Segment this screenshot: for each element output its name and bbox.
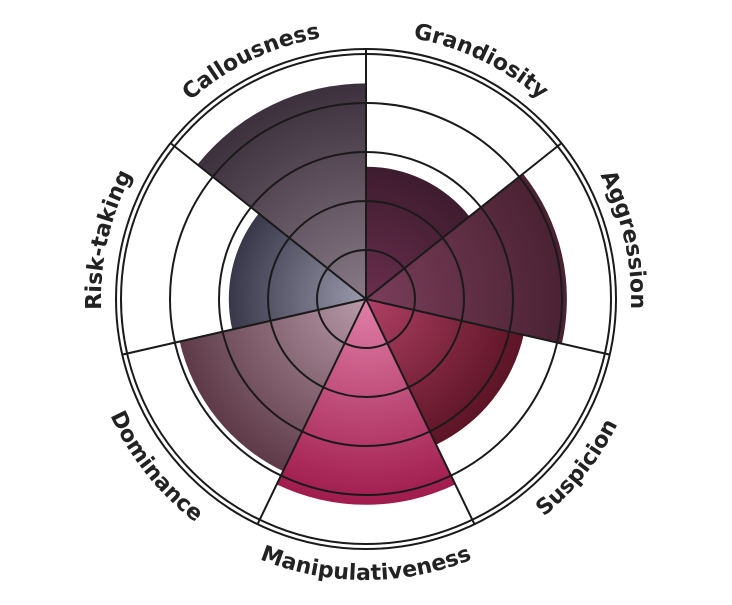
spoke-7 <box>169 142 367 300</box>
category-label-grandiosity: Grandiosity <box>412 19 553 104</box>
slice-callousness <box>197 83 366 300</box>
slice-suspicion <box>366 299 524 445</box>
slice-manipulativeness <box>276 299 456 505</box>
spoke-6 <box>122 298 367 356</box>
slice-grandiosity <box>366 166 470 299</box>
slice-risk-taking <box>228 213 366 330</box>
spoke-5 <box>256 298 367 525</box>
slice-aggression <box>366 173 567 344</box>
spoke-4 <box>365 298 476 525</box>
spoke-2 <box>365 142 563 300</box>
grid-layer <box>115 48 617 550</box>
spoke-3 <box>365 298 610 356</box>
